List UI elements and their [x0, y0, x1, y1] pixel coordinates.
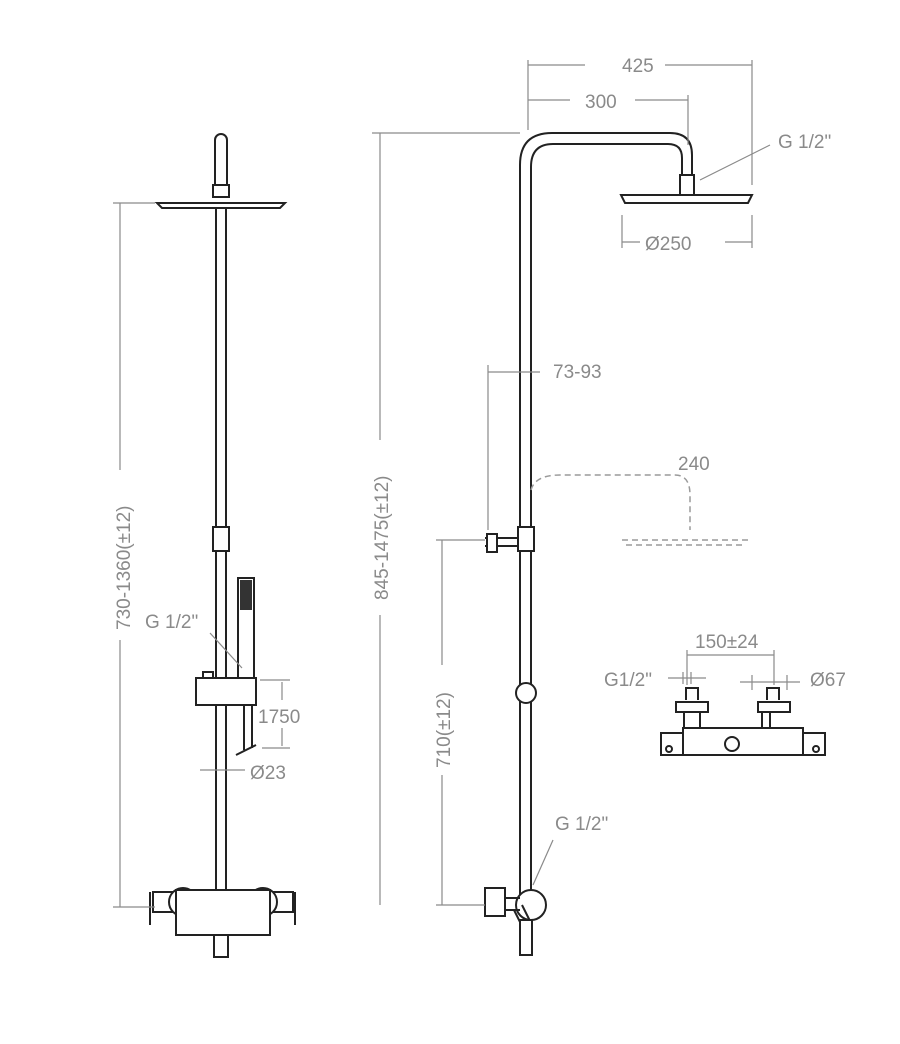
arm-total-width: 425: [622, 56, 654, 77]
outlet-height-label: 710(±12): [434, 692, 455, 768]
mixer-detail: [660, 687, 826, 756]
head-thread: G 1/2": [778, 132, 831, 153]
outlet-thread: G 1/2": [555, 814, 608, 835]
holder-offset: 73-93: [553, 362, 602, 383]
arm-width: 300: [585, 92, 617, 113]
alt-arm-length: 240: [678, 454, 710, 475]
left-hand-shower-thread: G 1/2": [145, 612, 198, 633]
left-shower-column: [149, 133, 296, 958]
right-height-label: 845-1475(±12): [372, 475, 393, 600]
right-dimensions: [372, 60, 771, 906]
mixer-dimensions: [668, 650, 800, 690]
left-height-label: 730-1360(±12): [114, 505, 135, 630]
mixer-inlet-thread: G1/2": [604, 670, 652, 691]
mixer-escutcheon-diameter: Ø67: [810, 670, 846, 691]
mixer-centers: 150±24: [695, 632, 759, 653]
left-dimensions: [113, 202, 290, 908]
left-rail-diameter: Ø23: [250, 763, 286, 784]
right-shower-column: [484, 132, 754, 956]
left-hose-length: 1750: [258, 707, 300, 728]
head-diameter: Ø250: [645, 234, 691, 255]
